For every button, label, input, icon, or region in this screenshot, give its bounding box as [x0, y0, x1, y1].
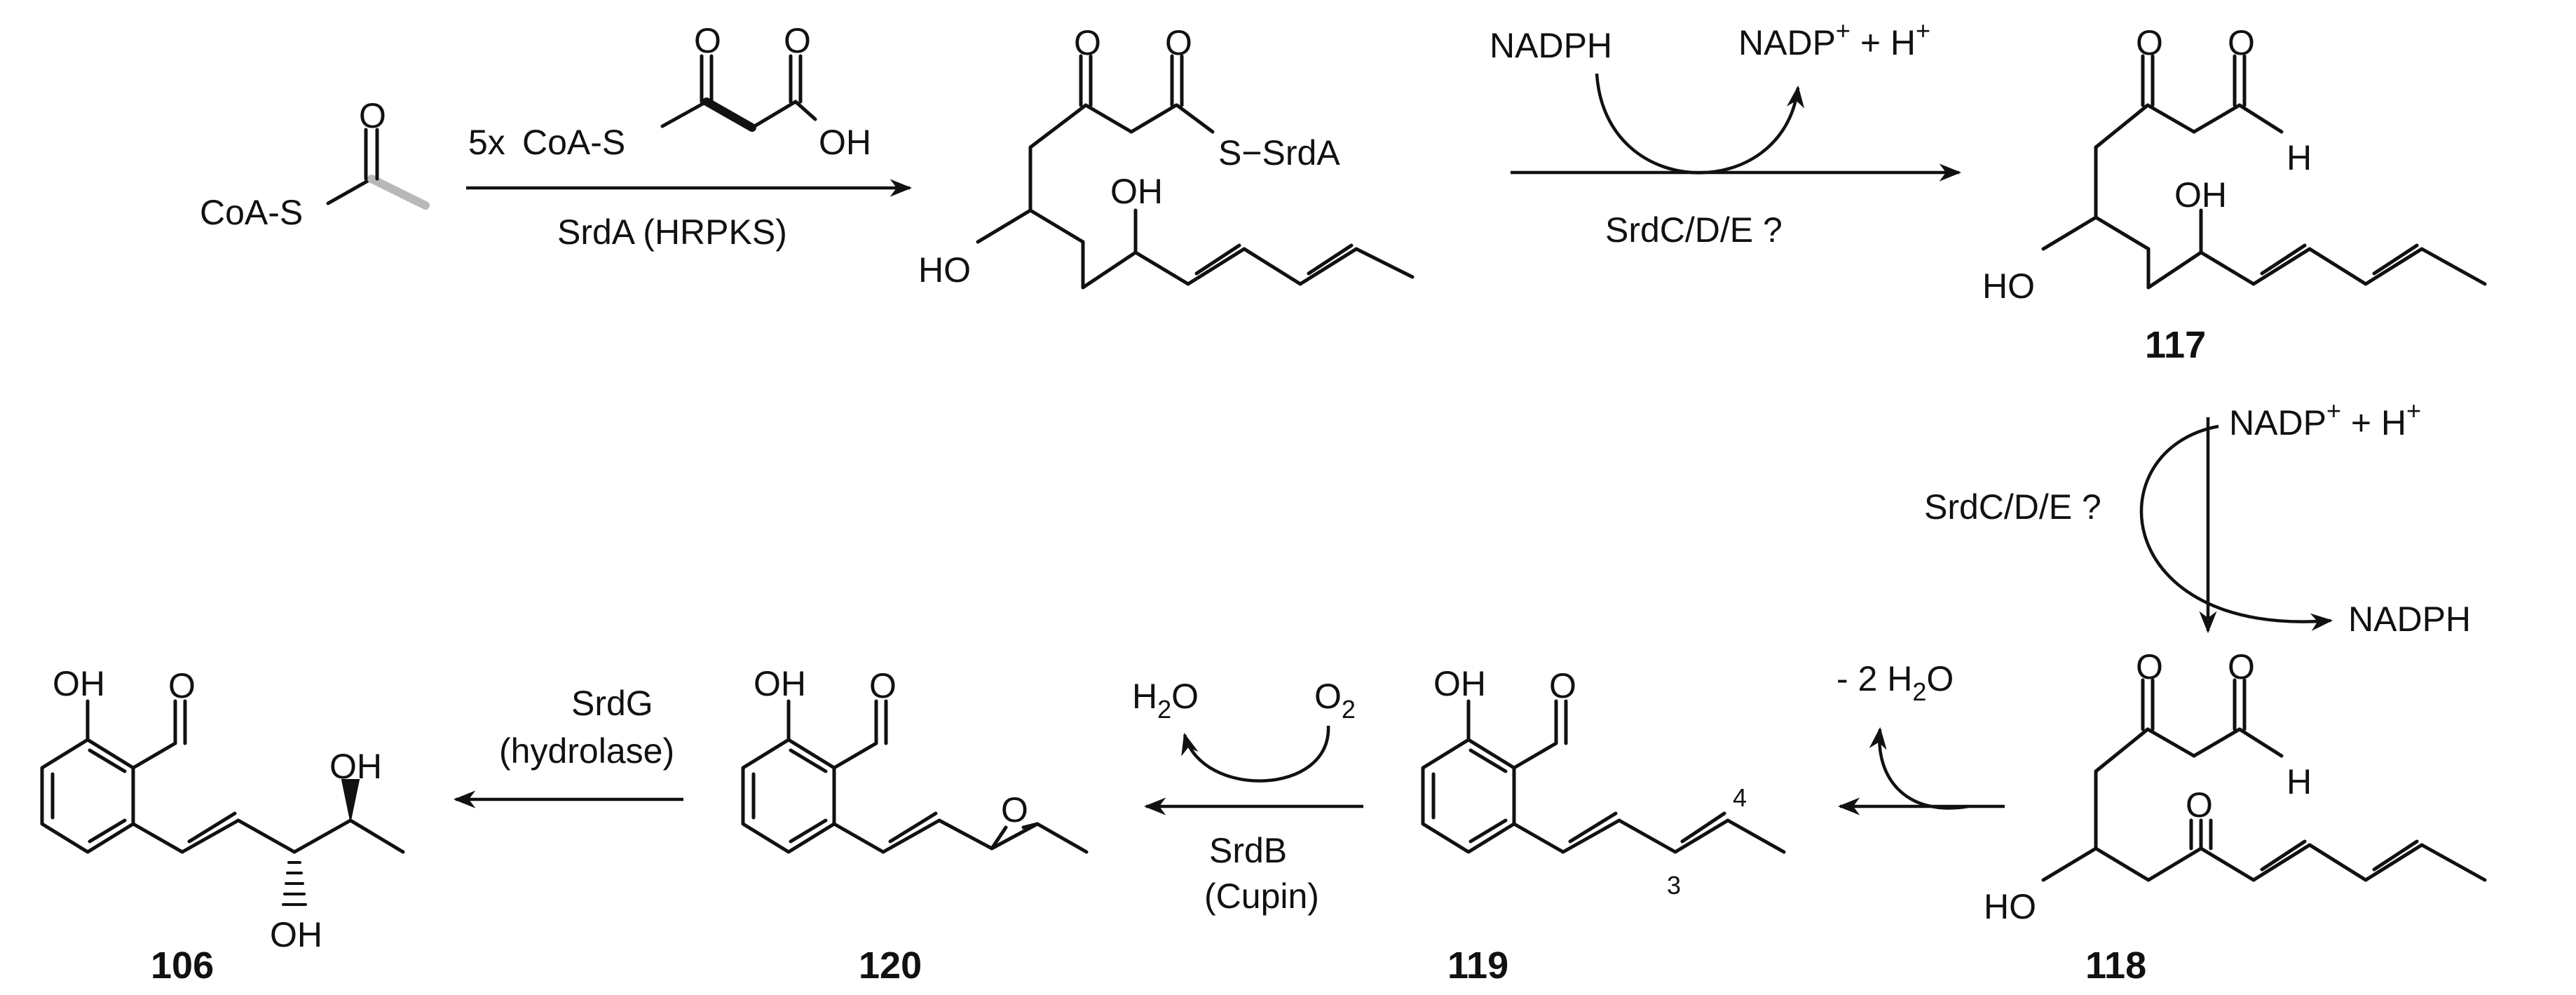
- c118-aldehyde-o-label: O: [2228, 647, 2255, 686]
- malonyl-o2-label: O: [784, 21, 811, 60]
- step2-nadp-label: NADP+ + H+: [1738, 16, 1930, 62]
- step4-water-label: - 2 H2O: [1836, 659, 1954, 706]
- int-ketone-o-label: O: [1074, 23, 1101, 62]
- c118-ho-label: HO: [1984, 887, 2036, 926]
- int-s-srda-label: S−SrdA: [1218, 133, 1340, 172]
- c117-aldehyde-o-label: O: [2228, 23, 2255, 62]
- step3-nadp-label: NADP+ + H+: [2229, 396, 2421, 442]
- step6-enzyme-label: SrdG: [571, 684, 653, 723]
- step5-cofactor-curve: [1181, 725, 1330, 783]
- malonyl-coa-s-label: CoA-S: [522, 123, 625, 162]
- coa-s-label: CoA-S: [200, 193, 303, 232]
- c119-oh-label: OH: [1433, 664, 1486, 703]
- c106-aldehyde-o-label: O: [168, 666, 196, 705]
- compound-118-structure: O O H HO O 118: [1984, 647, 2487, 987]
- step3-enzyme-label: SrdC/D/E ?: [1924, 487, 2101, 527]
- c119-locant-3: 3: [1667, 871, 1681, 900]
- compound-117-structure: O O H HO OH 117: [1982, 23, 2487, 366]
- compound-120-label: 120: [859, 945, 922, 987]
- compound-106-label: 106: [151, 945, 214, 987]
- step3-cofactor-curve: [2139, 424, 2333, 631]
- c118-enone-o-label: O: [2186, 785, 2213, 825]
- int-oh-label: OH: [1110, 172, 1163, 211]
- c120-epoxide-o-label: O: [1001, 790, 1028, 830]
- step3-oxidation-arrow-group: NADP+ + H+ NADPH SrdC/D/E ?: [1924, 396, 2471, 639]
- c118-aldehyde-h-label: H: [2287, 762, 2312, 801]
- step3-nadph-label: NADPH: [2348, 600, 2471, 639]
- srda-bound-polyketide-structure: O O S−SrdA HO OH: [918, 23, 1415, 290]
- step6-srdg-arrow-group: SrdG (hydrolase): [453, 684, 683, 808]
- malonyl-oh-label: OH: [819, 123, 871, 162]
- c120-aldehyde-o-label: O: [869, 666, 897, 705]
- int-ho-label: HO: [918, 250, 971, 290]
- step2-reduction-arrow-group: NADPH NADP+ + H+ SrdC/D/E ?: [1490, 16, 1962, 250]
- compound-119-label: 119: [1447, 945, 1508, 987]
- step5-enzyme-type-label: (Cupin): [1204, 876, 1319, 916]
- compound-119-structure: OH O 3 4 119: [1421, 664, 1786, 987]
- c106-upper-oh-label: OH: [329, 747, 382, 786]
- c120-oh-label: OH: [754, 664, 806, 703]
- c106-lower-oh-label: OH: [270, 915, 322, 954]
- step5-water-label: H2O: [1132, 677, 1199, 724]
- compound-106-structure: OH O OH OH 106: [40, 664, 405, 987]
- step1-reagent-prefix: 5x: [468, 123, 505, 162]
- c118-ketone-o-label: O: [2136, 647, 2163, 686]
- step4-dehydration-arrow-group: - 2 H2O: [1836, 659, 2005, 815]
- malonyl-o1-label: O: [694, 21, 721, 60]
- compound-117-label: 117: [2145, 324, 2206, 366]
- acetyl-coa-structure: CoA-S O: [200, 96, 430, 232]
- c106-phenol-oh-label: OH: [53, 664, 105, 703]
- c117-aldehyde-h-label: H: [2287, 138, 2312, 177]
- c119-locant-4: 4: [1733, 783, 1747, 812]
- compound-118-label: 118: [2085, 945, 2146, 987]
- step2-cofactor-curve: [1595, 73, 1805, 175]
- step4-water-curve: [1869, 726, 1969, 810]
- c117-ho-label: HO: [1982, 266, 2035, 306]
- step6-enzyme-type-label: (hydrolase): [499, 731, 674, 771]
- c117-oh-label: OH: [2174, 175, 2227, 215]
- step5-srdb-arrow-group: H2O O2 SrdB (Cupin): [1132, 677, 1363, 916]
- step2-enzyme-label: SrdC/D/E ?: [1605, 210, 1783, 250]
- c119-aldehyde-o-label: O: [1549, 666, 1576, 705]
- step5-enzyme-label: SrdB: [1209, 831, 1287, 870]
- step2-nadph-label: NADPH: [1490, 26, 1612, 65]
- step1-srda-arrow-group: 5x CoA-S O O OH SrdA (HRPKS): [466, 21, 913, 252]
- int-thioester-o-label: O: [1165, 23, 1192, 62]
- compound-120-structure: OH O O 120: [741, 664, 1089, 987]
- carbonyl-o-label: O: [359, 96, 386, 135]
- c117-ketone-o-label: O: [2136, 23, 2163, 62]
- step5-o2-label: O2: [1314, 677, 1356, 724]
- step1-enzyme-label: SrdA (HRPKS): [557, 212, 787, 252]
